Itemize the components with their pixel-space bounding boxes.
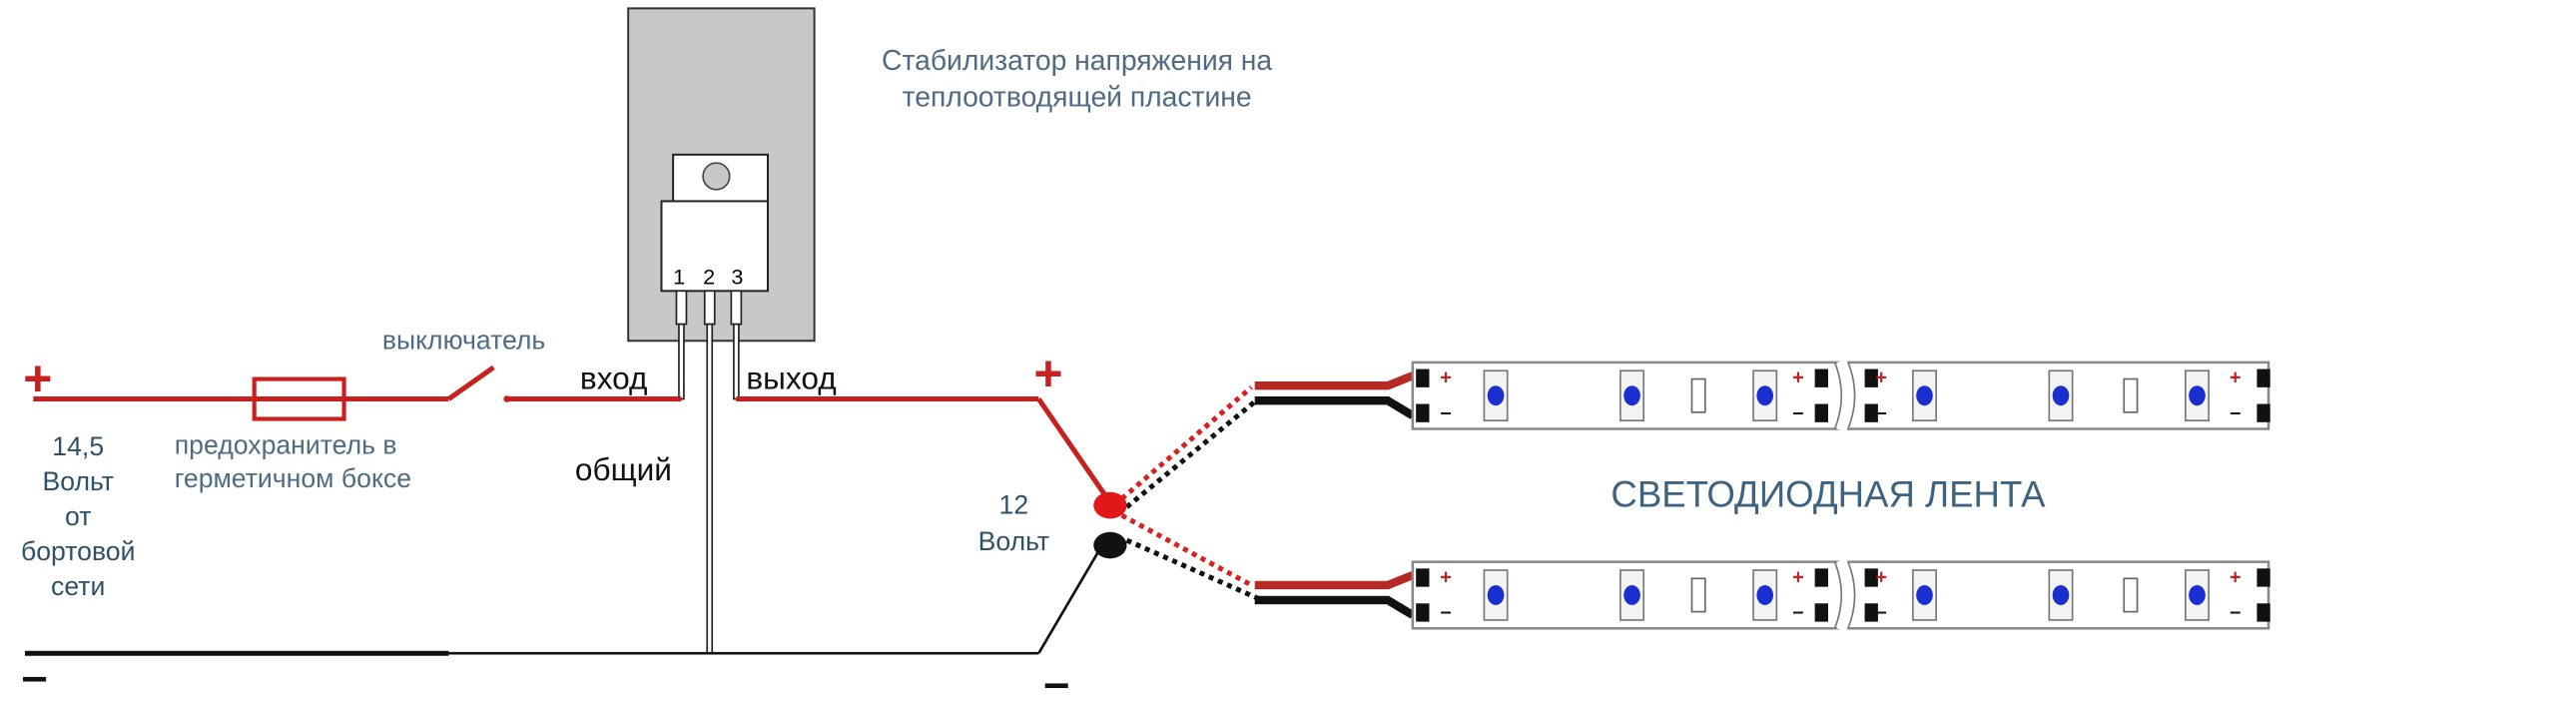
- strip-plus-mark: +: [2230, 566, 2242, 588]
- led-diode: [2052, 385, 2070, 406]
- strip-lead-positive: [1254, 571, 1415, 590]
- switch-label: выключатель: [382, 326, 545, 356]
- led-diode: [1916, 584, 1933, 605]
- led-diode: [1756, 385, 1774, 406]
- source-voltage-line: Вольт: [42, 466, 114, 496]
- strip-minus-mark: –: [1792, 601, 1803, 623]
- output-voltage-line: Вольт: [978, 526, 1050, 556]
- resistor: [1690, 377, 1706, 413]
- strip-plus-mark: +: [2230, 367, 2242, 389]
- source-voltage-label: 14,5 Вольт от бортовой сети: [21, 431, 136, 601]
- led-diode: [2189, 385, 2206, 406]
- led-diode: [1623, 385, 1640, 406]
- led-strip-label: СВЕТОДИОДНАЯ ЛЕНТА: [1610, 474, 2046, 515]
- resistor: [2123, 377, 2139, 413]
- resistor: [1690, 577, 1706, 613]
- strip-plus-mark: +: [1792, 566, 1804, 588]
- pin-label-1: 1: [673, 265, 685, 290]
- solder-pad: [1864, 568, 1878, 587]
- resistor: [2123, 577, 2139, 613]
- solder-pad: [1416, 403, 1430, 422]
- strip-plus-mark: +: [1440, 367, 1452, 389]
- led-diode: [1487, 385, 1505, 406]
- positive-connector: [1093, 491, 1127, 519]
- strip-minus-mark: –: [2230, 601, 2241, 623]
- strip-minus-mark: –: [1792, 402, 1803, 424]
- switch-contact: [503, 395, 511, 402]
- led-strip: + – + – + – + –: [1254, 558, 2270, 632]
- strip-lead-negative: [1254, 396, 1415, 419]
- led-diode: [1916, 385, 1933, 406]
- solder-pad: [1864, 403, 1878, 422]
- fuse-label-line2: герметичном боксе: [175, 463, 411, 493]
- connector-splits: [1119, 384, 1260, 601]
- output-voltage-line: 12: [999, 489, 1029, 519]
- output-minus-sign: –: [1043, 656, 1069, 708]
- led-diode: [1487, 584, 1505, 605]
- source-voltage-line: бортовой: [21, 536, 136, 566]
- solder-pad: [1814, 568, 1828, 587]
- strip-cut-mark: [1833, 361, 1856, 429]
- source-voltage-line: от: [65, 501, 91, 531]
- fuse-label-line1: предохранитель в: [175, 429, 397, 459]
- pin-label-3: 3: [731, 265, 743, 290]
- solder-pad: [1416, 568, 1430, 587]
- regulator-title-line1: Стабилизатор напряжения на: [882, 44, 1272, 76]
- strip-minus-mark: –: [1441, 601, 1452, 623]
- source-minus-sign: –: [22, 649, 48, 701]
- solder-pad: [1814, 603, 1828, 622]
- strip-minus-mark: –: [2230, 402, 2241, 424]
- strip-plus-mark: +: [1440, 566, 1452, 588]
- strip-plus-mark: +: [1875, 367, 1887, 389]
- led-diode: [2052, 584, 2070, 605]
- solder-pad: [2256, 568, 2270, 587]
- voltage-regulator: 1 2 3: [660, 153, 770, 655]
- pin-label-2: 2: [703, 265, 715, 290]
- solder-pad: [2256, 403, 2270, 422]
- led-diode: [1756, 584, 1774, 605]
- negative-wire: [24, 547, 1102, 656]
- common-label: общий: [575, 451, 672, 487]
- solder-pad: [1416, 368, 1430, 387]
- strip-minus-mark: –: [1876, 601, 1887, 623]
- solder-pad: [2256, 603, 2270, 622]
- input-label: вход: [580, 360, 648, 396]
- regulator-title-line2: теплоотводящей пластине: [903, 81, 1252, 113]
- solder-pad: [1814, 403, 1828, 422]
- led-strip: + – + – + – + –: [1254, 359, 2270, 432]
- output-plus-sign: +: [1033, 346, 1062, 401]
- led-diode: [1623, 584, 1640, 605]
- strip-lead-positive: [1254, 371, 1415, 390]
- source-voltage-line: 14,5: [52, 431, 104, 461]
- strip-plus-mark: +: [1875, 566, 1887, 588]
- fuse: [252, 376, 346, 421]
- strip-cut-break: [1836, 558, 1853, 632]
- led-diode: [2189, 584, 2206, 605]
- solder-pad: [1416, 603, 1430, 622]
- strip-minus-mark: –: [1876, 402, 1887, 424]
- solder-pad: [2256, 368, 2270, 387]
- strip-cut-mark: [1833, 561, 1856, 629]
- strip-minus-mark: –: [1441, 402, 1452, 424]
- solder-pad: [1864, 368, 1878, 387]
- solder-pad: [1814, 368, 1828, 387]
- positive-wire: [33, 364, 1107, 497]
- solder-pad: [1864, 603, 1878, 622]
- source-voltage-line: сети: [51, 571, 105, 601]
- strip-lead-negative: [1254, 595, 1415, 619]
- negative-connector: [1093, 531, 1127, 559]
- output-label: выход: [746, 360, 836, 396]
- source-plus-sign: +: [23, 351, 52, 406]
- strip-plus-mark: +: [1792, 367, 1804, 389]
- strip-cut-break: [1836, 359, 1853, 432]
